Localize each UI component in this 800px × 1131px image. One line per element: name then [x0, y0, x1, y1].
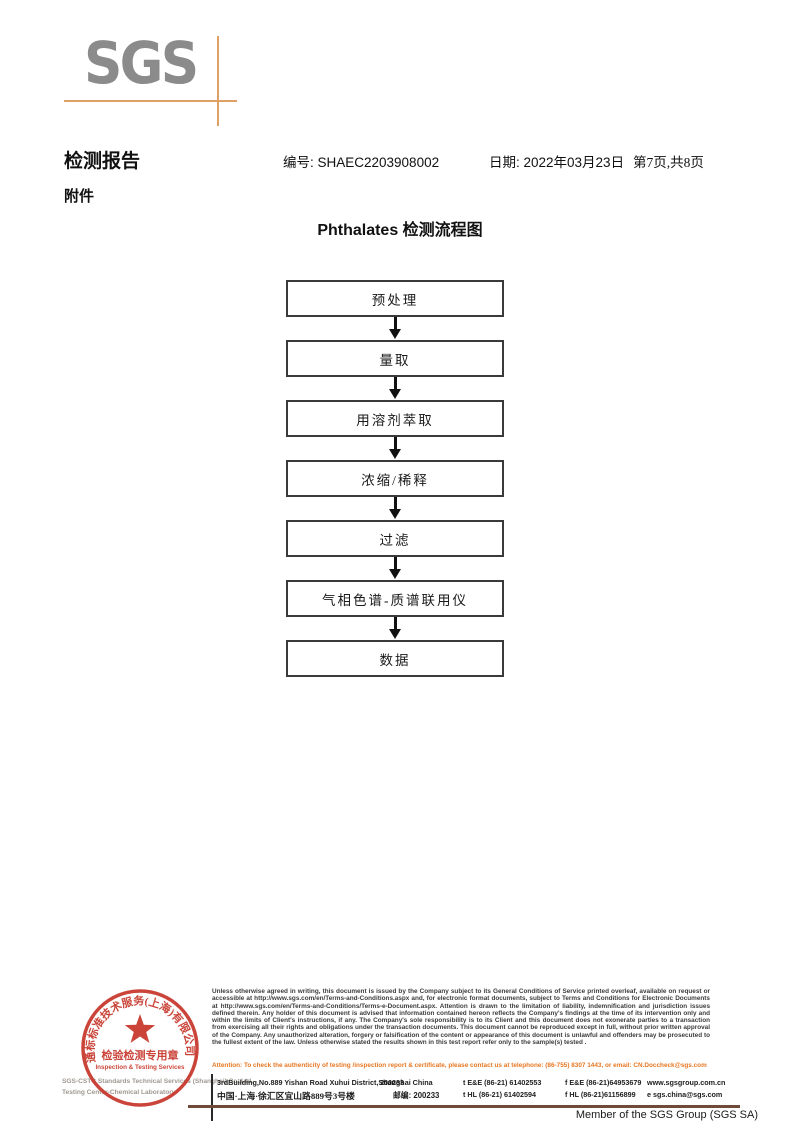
attachment-label: 附件 — [64, 189, 95, 205]
diagram-title: Phthalates 检测流程图 — [317, 222, 483, 239]
flowchart-step-box: 过滤 — [286, 520, 504, 557]
svg-text:Inspection & Testing Services: Inspection & Testing Services — [95, 1064, 185, 1071]
flowchart-arrow-down-icon — [286, 377, 504, 400]
flowchart-step-box: 预处理 — [286, 280, 504, 317]
flowchart-arrow-down-icon — [286, 317, 504, 340]
flowchart-step-box: 数据 — [286, 640, 504, 677]
fax-hl: f HL (86-21)61156899 — [565, 1090, 636, 1099]
svg-text:检验检测专用章: 检验检测专用章 — [102, 1048, 179, 1062]
tel-hl: t HL (86-21) 61402594 — [463, 1090, 536, 1099]
flowchart-step-box: 浓缩/稀释 — [286, 460, 504, 497]
inspection-stamp-icon: 通标标准技术服务(上海)有限公司 检验检测专用章 Inspection & Te… — [81, 989, 199, 1107]
report-date: 日期: 2022年03月23日 — [489, 155, 625, 170]
report-title: 检测报告 — [64, 151, 141, 172]
flowchart-arrow-down-icon — [286, 497, 504, 520]
report-number: 编号: SHAEC2203908002 — [283, 155, 440, 170]
stamp-star-icon — [124, 1014, 156, 1043]
page-indicator: 第7页,共8页 — [633, 155, 704, 170]
flowchart-arrow-down-icon — [286, 437, 504, 460]
flowchart: 预处理 量取 用溶剂萃取 浓缩/稀释 过滤 气相色谱-质谱联用仪 数据 — [286, 280, 504, 677]
email-address: e sgs.china@sgs.com — [647, 1090, 723, 1099]
company-lab-text: Testing Center-Chemical Laboratory. — [62, 1089, 177, 1096]
fax-ee: f E&E (86-21)64953679 — [565, 1078, 642, 1087]
sgs-logo: SGS — [84, 29, 199, 97]
flowchart-step-box: 用溶剂萃取 — [286, 400, 504, 437]
address-divider — [211, 1074, 213, 1121]
logo-crosshair-vertical — [217, 36, 219, 126]
sgs-member-text: Member of the SGS Group (SGS SA) — [575, 1109, 758, 1121]
flowchart-step-box: 量取 — [286, 340, 504, 377]
postal-cn: 邮编: 200233 — [393, 1091, 440, 1100]
address-en: 3rdBuilding,No.889 Yishan Road Xuhui Dis… — [217, 1078, 433, 1087]
tel-ee: t E&E (86-21) 61402553 — [463, 1078, 542, 1087]
website-url: www.sgsgroup.com.cn — [647, 1078, 726, 1087]
flowchart-step-box: 气相色谱-质谱联用仪 — [286, 580, 504, 617]
flowchart-arrow-down-icon — [286, 617, 504, 640]
footer-rule — [188, 1105, 740, 1108]
address-cn: 中国·上海·徐汇区宜山路889号3号楼 — [217, 1091, 355, 1101]
postal-en: 200233 — [380, 1078, 404, 1087]
attention-notice-text: Attention: To check the authenticity of … — [212, 1062, 707, 1069]
company-name-text: SGS-CSTC Standards Technical Services (S… — [62, 1078, 254, 1085]
logo-crosshair-horizontal — [64, 100, 237, 102]
terms-and-conditions-text: Unless otherwise agreed in writing, this… — [212, 988, 710, 1047]
flowchart-arrow-down-icon — [286, 557, 504, 580]
